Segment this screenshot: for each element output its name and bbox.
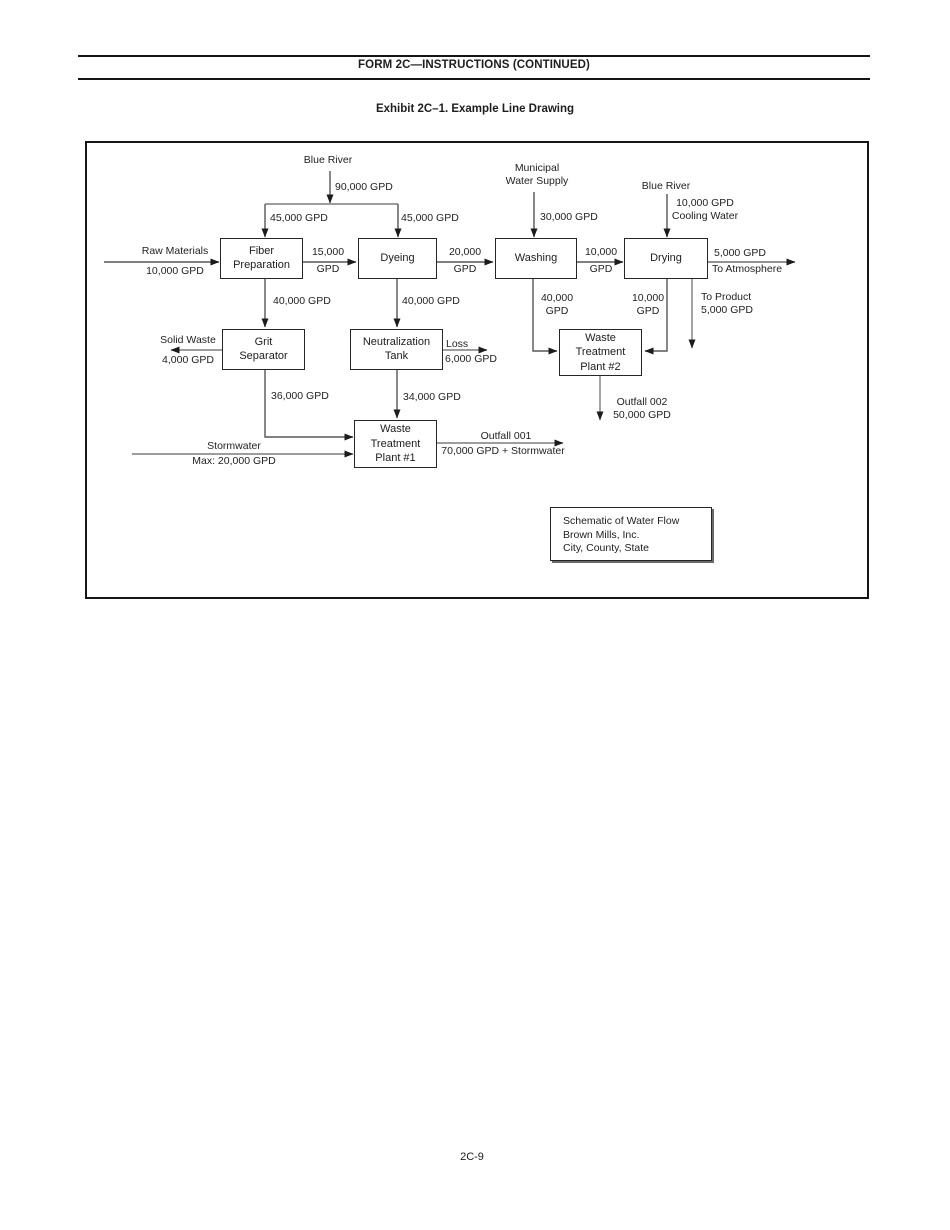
header-rule-bottom [78, 78, 870, 80]
label-30000-gpd: 30,000 GPD [540, 211, 598, 223]
legend-title-block: Schematic of Water Flow Brown Mills, Inc… [550, 507, 712, 561]
arrow-washing-to-wtp2 [532, 279, 558, 355]
legend-line-schematic: Schematic of Water Flow [563, 515, 680, 527]
diagram-border [85, 141, 869, 599]
label-40000-gpd-washing-wtp2: 40,000 GPD [540, 292, 574, 317]
box-dyeing: Dyeing [358, 238, 437, 279]
label-to-product: To Product 5,000 GPD [701, 291, 753, 316]
label-solid-waste-gpd: 4,000 GPD [162, 354, 214, 366]
label-15000-gpd: 15,000 GPD [311, 246, 345, 275]
label-loss: Loss [446, 338, 469, 350]
label-45000-gpd-left: 45,000 GPD [270, 212, 328, 224]
box-washing: Washing [495, 238, 577, 279]
label-36000-gpd: 36,000 GPD [271, 390, 329, 402]
line-drawing-diagram: Fiber Preparation Dyeing Washing Drying … [85, 141, 869, 599]
label-loss-gpd: 6,000 GPD [445, 353, 497, 365]
form-title: FORM 2C—INSTRUCTIONS (CONTINUED) [358, 59, 590, 71]
label-34000-gpd: 34,000 GPD [403, 391, 461, 403]
label-10000-gpd-washing-drying: 10,000 GPD [584, 246, 618, 275]
box-neutralization-tank: Neutralization Tank [350, 329, 443, 370]
label-atmosphere-gpd: 5,000 GPD [714, 247, 766, 259]
label-outfall-002: Outfall 002 50,000 GPD [613, 396, 671, 421]
label-40000-gpd-right: 40,000 GPD [402, 295, 460, 307]
box-grit-separator: Grit Separator [222, 329, 305, 370]
label-45000-gpd-right: 45,000 GPD [401, 212, 459, 224]
label-raw-materials-gpd: 10,000 GPD [146, 265, 204, 277]
arrow-drying-to-wtp2 [644, 279, 668, 355]
label-to-atmosphere: To Atmosphere [712, 263, 783, 275]
label-blue-river-1: Blue River [303, 154, 353, 166]
box-waste-treatment-plant-1: Waste Treatment Plant #1 [354, 420, 437, 468]
box-waste-treatment-plant-2: Waste Treatment Plant #2 [559, 329, 642, 376]
label-cooling-water: 10,000 GPD Cooling Water [671, 197, 739, 222]
label-outfall-001: Outfall 001 [480, 430, 532, 442]
flow-lines-svg [104, 171, 796, 458]
label-municipal-water-supply: Municipal Water Supply [505, 162, 569, 187]
header-rule-top [78, 55, 870, 57]
label-40000-gpd-left: 40,000 GPD [273, 295, 331, 307]
label-outfall-001-gpd: 70,000 GPD + Stormwater [441, 445, 565, 457]
label-90000-gpd: 90,000 GPD [335, 181, 393, 193]
page-number: 2C-9 [460, 1151, 484, 1163]
box-drying: Drying [624, 238, 708, 279]
exhibit-title: Exhibit 2C–1. Example Line Drawing [375, 103, 575, 115]
arrow-grit-to-wtp1 [264, 370, 354, 441]
label-blue-river-2: Blue River [641, 180, 691, 192]
legend-line-company: Brown Mills, Inc. [563, 528, 640, 541]
label-20000-gpd: 20,000 GPD [448, 246, 482, 275]
box-fiber-preparation: Fiber Preparation [220, 238, 303, 279]
label-solid-waste: Solid Waste [160, 334, 216, 346]
legend-line-location: City, County, State [563, 542, 649, 555]
label-raw-materials: Raw Materials [141, 245, 209, 257]
label-stormwater: Stormwater [207, 440, 261, 452]
label-10000-gpd-drying-wtp2: 10,000 GPD [631, 292, 665, 317]
label-stormwater-max: Max: 20,000 GPD [192, 455, 276, 467]
